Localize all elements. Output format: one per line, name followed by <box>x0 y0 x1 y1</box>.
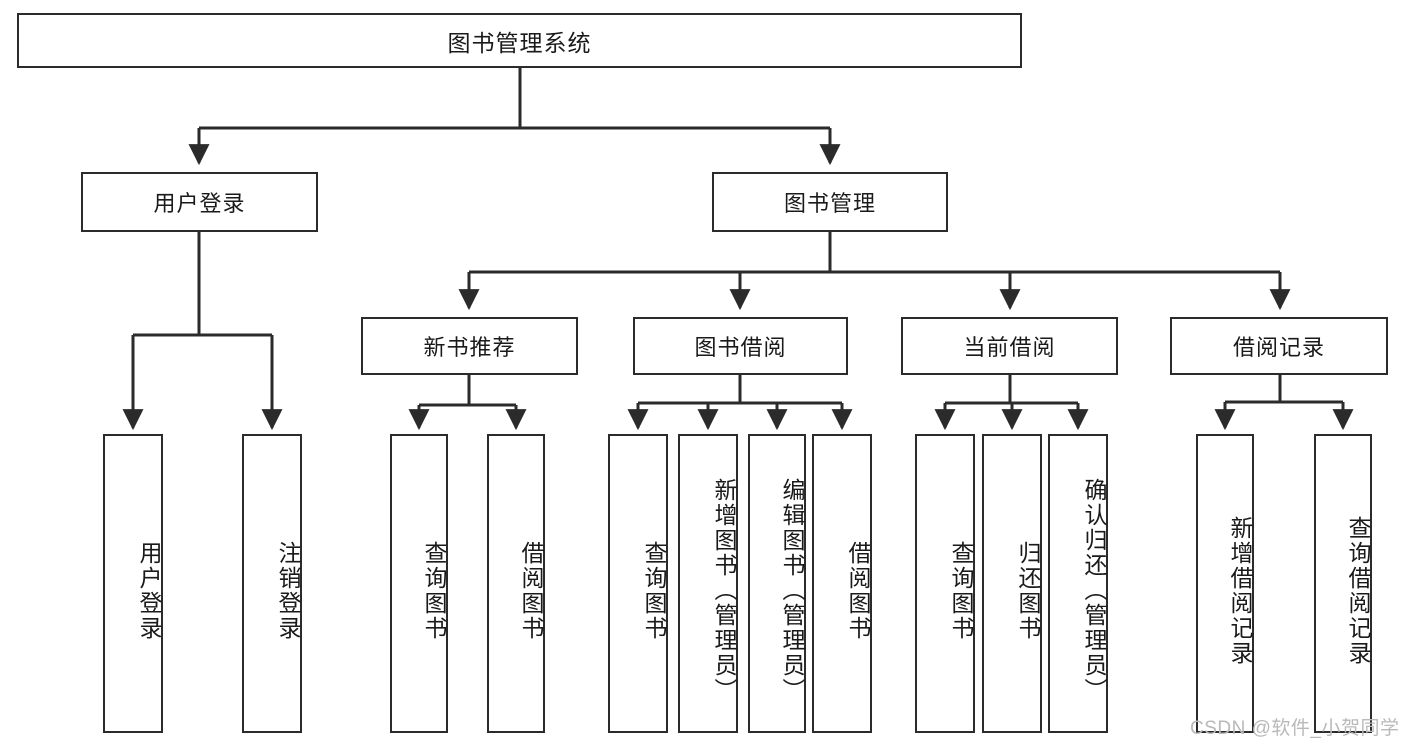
leaf-current-query-book-label: 查询图书 <box>948 540 974 641</box>
leaf-record-add-label: 新增借阅记录 <box>1227 515 1253 666</box>
leaf-borrow-add-book-admin[interactable]: 新增图书（管理员） <box>678 434 738 733</box>
leaf-newbook-query-book[interactable]: 查询图书 <box>390 434 448 733</box>
leaf-current-return-book-label: 归还图书 <box>1015 540 1041 641</box>
leaf-user-logout-label: 注销登录 <box>275 540 301 641</box>
leaf-borrow-edit-book-admin[interactable]: 编辑图书（管理员） <box>748 434 806 733</box>
node-root[interactable]: 图书管理系统 <box>17 13 1022 68</box>
leaf-record-query[interactable]: 查询借阅记录 <box>1314 434 1372 733</box>
node-borrow-record-label: 借阅记录 <box>1232 335 1325 360</box>
leaf-borrow-add-book-admin-label: 新增图书（管理员） <box>711 478 737 703</box>
watermark: CSDN @软件_小贺同学 <box>1190 718 1400 739</box>
leaf-borrow-query-book[interactable]: 查询图书 <box>608 434 668 733</box>
leaf-user-login-label: 用户登录 <box>136 540 162 641</box>
node-book-management[interactable]: 图书管理 <box>712 172 948 232</box>
node-book-borrow[interactable]: 图书借阅 <box>633 317 848 375</box>
leaf-newbook-borrow-book-label: 借阅图书 <box>518 540 544 641</box>
node-current-borrow-label: 当前借阅 <box>963 335 1056 360</box>
leaf-user-login[interactable]: 用户登录 <box>103 434 163 733</box>
leaf-current-confirm-return-admin[interactable]: 确认归还（管理员） <box>1048 434 1108 733</box>
leaf-newbook-query-book-label: 查询图书 <box>421 540 447 641</box>
node-book-management-label: 图书管理 <box>783 191 876 216</box>
node-user-login-label: 用户登录 <box>153 191 246 216</box>
node-current-borrow[interactable]: 当前借阅 <box>901 317 1118 375</box>
leaf-current-confirm-return-admin-label: 确认归还（管理员） <box>1081 478 1107 703</box>
node-book-borrow-label: 图书借阅 <box>694 335 787 360</box>
leaf-borrow-edit-book-admin-label: 编辑图书（管理员） <box>779 478 805 703</box>
leaf-borrow-borrow-book-label: 借阅图书 <box>845 540 871 641</box>
node-user-login[interactable]: 用户登录 <box>81 172 318 232</box>
leaf-record-add[interactable]: 新增借阅记录 <box>1196 434 1254 733</box>
leaf-record-query-label: 查询借阅记录 <box>1345 515 1371 666</box>
leaf-borrow-query-book-label: 查询图书 <box>641 540 667 641</box>
leaf-current-query-book[interactable]: 查询图书 <box>915 434 975 733</box>
node-borrow-record[interactable]: 借阅记录 <box>1170 317 1388 375</box>
node-new-book-recommend[interactable]: 新书推荐 <box>361 317 578 375</box>
leaf-current-return-book[interactable]: 归还图书 <box>982 434 1042 733</box>
node-root-label: 图书管理系统 <box>447 29 592 56</box>
leaf-borrow-borrow-book[interactable]: 借阅图书 <box>812 434 872 733</box>
leaf-user-logout[interactable]: 注销登录 <box>242 434 302 733</box>
leaf-newbook-borrow-book[interactable]: 借阅图书 <box>487 434 545 733</box>
node-new-book-recommend-label: 新书推荐 <box>423 335 516 360</box>
